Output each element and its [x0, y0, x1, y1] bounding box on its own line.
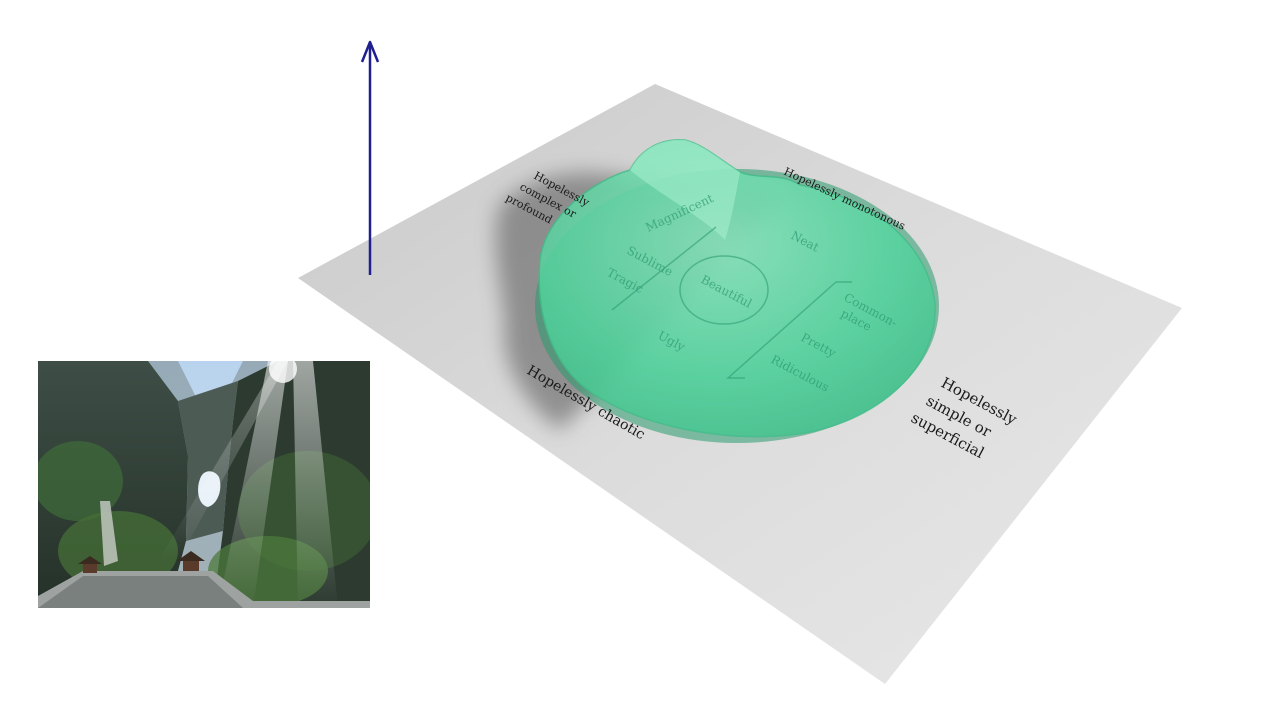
center-circle	[679, 255, 769, 325]
left-divider	[611, 226, 717, 311]
up-arrow-icon	[360, 40, 380, 275]
surface-peak	[630, 139, 740, 240]
mountain-arch-photo	[38, 361, 370, 608]
right-bracket	[726, 281, 852, 379]
